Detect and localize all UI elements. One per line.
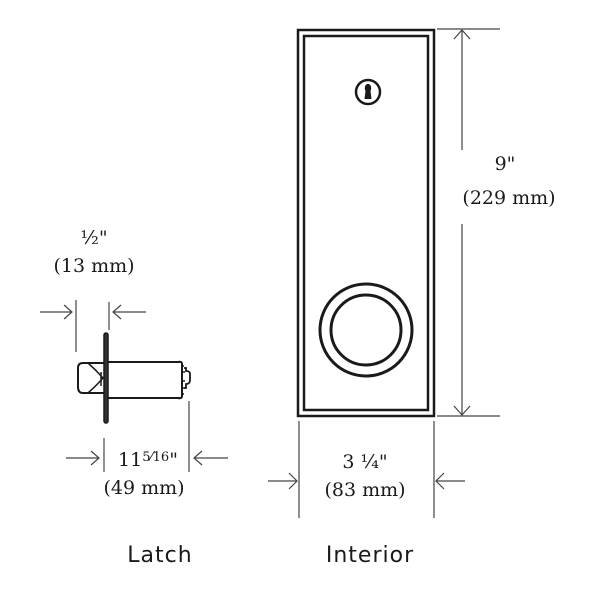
latch-length-unit: ": [169, 449, 178, 471]
interior-width-metric: (83 mm): [324, 479, 406, 501]
latch-length-fraction: 5⁄16: [142, 450, 170, 465]
latch-length-metric: (49 mm): [103, 477, 185, 499]
knob-icon: [318, 282, 414, 378]
latch-backset-dimension-lines: [40, 300, 146, 352]
latch-length-imperial: 115⁄16": [110, 446, 186, 472]
height-dimension-lines: [437, 28, 500, 417]
interior-height-imperial: 9": [494, 153, 516, 175]
interior-height-metric: (229 mm): [462, 187, 556, 209]
latch-length-dimension-lines: [66, 401, 228, 472]
width-dimension-lines: [268, 421, 465, 518]
latch-drawing: [77, 332, 191, 424]
interior-width-imperial: 3 ¼": [342, 451, 388, 473]
interior-plate: [296, 28, 436, 418]
interior-caption: Interior: [325, 543, 415, 568]
latch-caption: Latch: [127, 543, 193, 568]
latch-length-whole: 11: [118, 449, 143, 471]
keyhole-icon: [354, 78, 382, 106]
latch-backset-imperial: ½": [80, 227, 108, 249]
latch-backset-metric: (13 mm): [53, 255, 135, 277]
